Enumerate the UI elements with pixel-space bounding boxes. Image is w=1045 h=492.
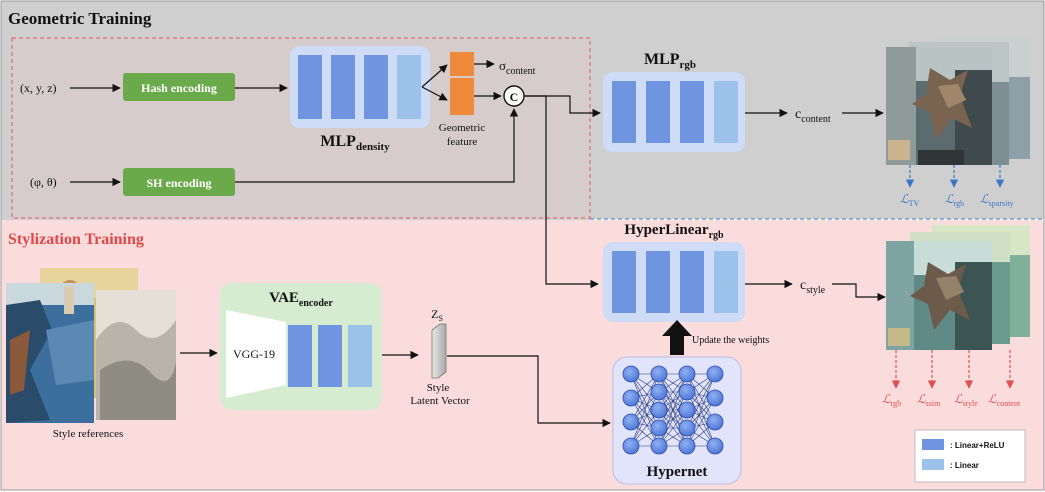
zs-vector-bar bbox=[431, 323, 447, 379]
update-weights-label: Update the weights bbox=[692, 335, 769, 346]
hyperlinear-layer-4 bbox=[714, 251, 738, 313]
vae-layer-1 bbox=[288, 325, 312, 387]
geometric-feature-label-line1: Geometric bbox=[439, 122, 486, 134]
mlp-density-layer-4 bbox=[397, 55, 421, 119]
hyperlinear-layer-2 bbox=[646, 251, 670, 313]
hypernet-node bbox=[650, 401, 668, 419]
vgg19-label: VGG-19 bbox=[233, 347, 275, 361]
hypernet-node bbox=[678, 383, 696, 401]
hypernet-node bbox=[622, 413, 640, 431]
vae-layer-2 bbox=[318, 325, 342, 387]
mlp-rgb-label: MLPrgb bbox=[644, 51, 696, 71]
hypernet-edge bbox=[630, 373, 660, 429]
mlp-rgb-layer-4 bbox=[714, 81, 738, 143]
legend-box bbox=[914, 429, 1026, 483]
hypernet-node bbox=[622, 389, 640, 407]
hyperlinear-layer-1 bbox=[612, 251, 636, 313]
hypernet-edge bbox=[686, 373, 716, 429]
hypernet-edge bbox=[630, 397, 660, 447]
hypernet-node bbox=[650, 365, 668, 383]
mlp-density-layer-1 bbox=[298, 55, 322, 119]
sigma-content-label: σcontent bbox=[499, 58, 536, 77]
stylized-render-stack bbox=[886, 225, 1030, 350]
mlp-rgb-layer-3 bbox=[680, 81, 704, 143]
style-reference-images bbox=[6, 268, 176, 423]
loss-tv: ℒTV bbox=[900, 192, 920, 208]
hypernet-node bbox=[622, 437, 640, 455]
vae-layer-3 bbox=[348, 325, 372, 387]
style-references-label: Style references bbox=[53, 428, 124, 440]
geometric-feature-block bbox=[450, 78, 474, 115]
hypernet-node bbox=[678, 365, 696, 383]
mlp-density-label: MLPdensity bbox=[320, 133, 390, 153]
hypernet-edge bbox=[686, 391, 716, 447]
vae-encoder-label: VAEencoder bbox=[269, 290, 333, 309]
hypernet-edge bbox=[658, 373, 688, 429]
hypernet-node bbox=[650, 437, 668, 455]
hypernet-node bbox=[706, 365, 724, 383]
zs-latent-vector-label: Latent Vector bbox=[410, 395, 470, 407]
hash-encoding-box bbox=[123, 73, 235, 101]
c-content-label: ccontent bbox=[795, 107, 831, 125]
hypernet-node bbox=[678, 401, 696, 419]
legend-label-linear: : Linear bbox=[950, 461, 979, 470]
loss-style: ℒstyle bbox=[954, 392, 978, 408]
hypernet-node bbox=[622, 365, 640, 383]
zs-style-label: Style bbox=[427, 382, 450, 394]
hypernet-edge bbox=[630, 373, 660, 423]
hypernet-node bbox=[706, 413, 724, 431]
loss-rgb-content: ℒrgb bbox=[945, 192, 964, 208]
loss-rgb-style: ℒrgb bbox=[882, 392, 901, 408]
legend-swatch-linear bbox=[922, 459, 944, 470]
mlp-density-layer-3 bbox=[364, 55, 388, 119]
sh-encoding-box bbox=[123, 168, 235, 196]
mlp-density-block bbox=[290, 46, 430, 128]
mlp-density-layer-2 bbox=[331, 55, 355, 119]
hash-encoding-label: Hash encoding bbox=[141, 81, 217, 95]
stylization-training-title: Stylization Training bbox=[8, 231, 144, 248]
legend-label-linear-relu: : Linear+ReLU bbox=[950, 441, 1005, 450]
content-render-stack bbox=[886, 37, 1030, 165]
mlp-rgb-layer-1 bbox=[612, 81, 636, 143]
hypernet-edge bbox=[658, 391, 688, 447]
hyperlinear-layer-3 bbox=[680, 251, 704, 313]
hyperlinear-block bbox=[603, 242, 745, 322]
hypernet-node bbox=[678, 419, 696, 437]
zs-label: ZS bbox=[431, 307, 443, 323]
hypernet-edge bbox=[630, 391, 660, 447]
geometric-training-title: Geometric Training bbox=[8, 9, 152, 28]
concat-symbol: C bbox=[510, 90, 519, 104]
mlp-rgb-layer-2 bbox=[646, 81, 670, 143]
hypernet-node bbox=[650, 383, 668, 401]
xyz-input-label: (x, y, z) bbox=[20, 81, 57, 95]
legend-swatch-linear-relu bbox=[922, 439, 944, 450]
sigma-feature-block bbox=[450, 52, 474, 76]
hypernet-node bbox=[706, 389, 724, 407]
hyperlinear-label: HyperLinearrgb bbox=[624, 222, 724, 241]
hypernet-label: Hypernet bbox=[647, 464, 708, 480]
hypernet-node bbox=[678, 437, 696, 455]
hypernet-node bbox=[706, 437, 724, 455]
update-weights-arrow bbox=[662, 320, 692, 355]
view-dir-input-label: (φ, θ) bbox=[30, 175, 57, 189]
hypernet-node bbox=[650, 419, 668, 437]
sh-encoding-label: SH encoding bbox=[146, 176, 211, 190]
loss-ssim: ℒssim bbox=[917, 392, 941, 408]
hypernet-edge bbox=[686, 397, 716, 447]
loss-content: ℒcontent bbox=[988, 392, 1021, 408]
hypernet-edge bbox=[686, 373, 716, 423]
loss-sparsity: ℒsparsity bbox=[980, 192, 1014, 208]
c-style-label: cstyle bbox=[800, 278, 826, 296]
hypernet-network-graph bbox=[622, 365, 724, 455]
geometric-feature-label-line2: feature bbox=[447, 136, 478, 148]
vgg19-trapezoid bbox=[226, 310, 286, 398]
mlp-rgb-block bbox=[603, 72, 745, 152]
